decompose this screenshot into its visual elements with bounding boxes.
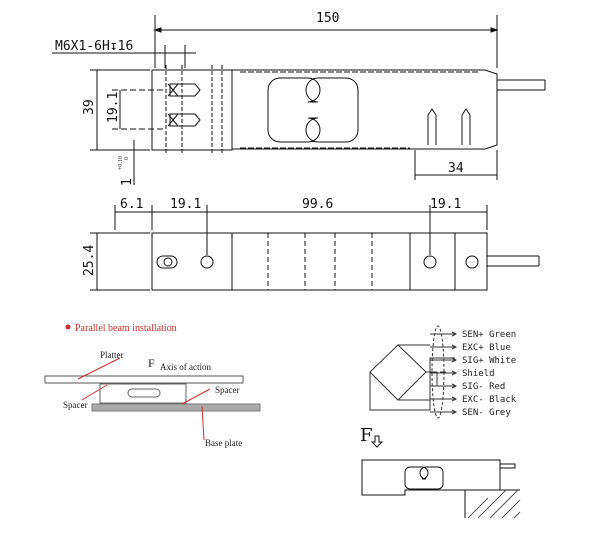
cable-side: [487, 255, 540, 267]
axis-label: Axis of action: [160, 362, 211, 372]
wire-lead: [430, 370, 458, 376]
dim-19-1-right: 19.1: [430, 197, 461, 212]
wire-shield: Shield: [462, 369, 495, 379]
dim-39: 39: [82, 99, 97, 115]
dim-99-6: 99.6: [302, 197, 333, 212]
dim-19-1-vertical: 19.1: [106, 92, 121, 123]
top-view: 150 M6X1-6H↧16 39 19.1 1 +0.10 0 34: [52, 11, 546, 186]
wire-lead: [430, 357, 458, 363]
force-arrow-icon: [370, 435, 384, 448]
mounting-force: F: [360, 425, 373, 446]
wire-lead: [430, 409, 458, 415]
wire-sig-minus: SIG- Red: [462, 382, 505, 392]
spacer-left-label: Spacer: [63, 400, 88, 410]
wire-exc-plus: EXC+ Blue: [462, 343, 511, 353]
wire-lead: [430, 383, 458, 389]
installation-diagram: Parallel beam installation F Axis of act…: [44, 323, 261, 448]
tolerance-upper: +0.10: [118, 156, 124, 170]
wire-lead: [430, 344, 458, 350]
dim-34: 34: [448, 161, 464, 176]
wiring-diagram: SEN+ Green EXC+ Blue SIG+ White Shield S…: [369, 325, 517, 419]
installation-force: F: [148, 356, 155, 370]
wire-labels: SEN+ Green EXC+ Blue SIG+ White Shield S…: [462, 330, 517, 418]
dim-19-1-left: 19.1: [170, 197, 201, 212]
platter-label: Platter: [100, 350, 124, 360]
side-view: 6.1 19.1 99.6 19.1 25.4: [82, 197, 540, 291]
base-plate: [91, 403, 261, 412]
dim-6-1: 6.1: [120, 197, 143, 212]
mounting-diagram: F: [360, 425, 521, 519]
wire-lead: [430, 331, 458, 337]
beam-side-outline: [151, 232, 488, 291]
cable-top: [497, 79, 546, 91]
mount-cell: [361, 459, 501, 496]
center-cutout: [267, 77, 359, 143]
thread-spec: M6X1-6H↧16: [55, 39, 133, 54]
base-plate-label: Base plate: [205, 438, 242, 448]
wire-sen-minus: SEN- Grey: [462, 408, 511, 418]
dim-25-4: 25.4: [82, 245, 97, 276]
beam-top-outline: [151, 69, 498, 151]
spacer-right-label: Spacer: [215, 385, 240, 395]
wire-sig-plus: SIG+ White: [462, 356, 516, 366]
tolerance-lower: 0: [124, 157, 130, 160]
installation-title: Parallel beam installation: [75, 323, 177, 334]
wire-exc-minus: EXC- Black: [462, 395, 517, 405]
wire-sen-plus: SEN+ Green: [462, 330, 516, 340]
load-cell: [99, 383, 187, 404]
dim-150: 150: [316, 11, 339, 26]
support-block: [464, 489, 520, 518]
wire-lead: [430, 396, 458, 402]
platter: [44, 375, 244, 384]
tolerance-base: 1: [120, 178, 135, 186]
